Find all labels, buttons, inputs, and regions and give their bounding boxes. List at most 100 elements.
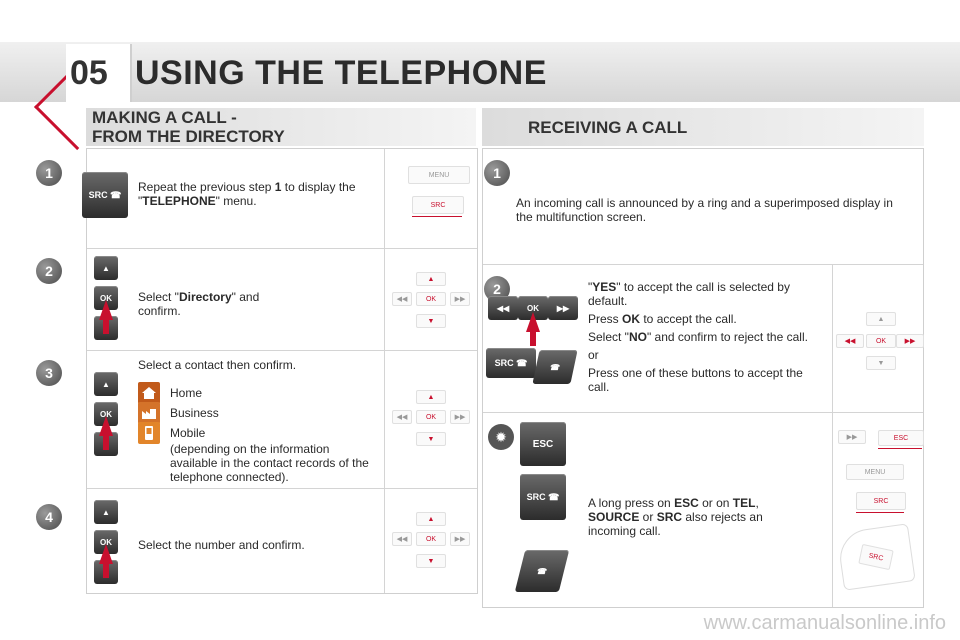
up-button[interactable]: ▲ xyxy=(94,256,118,280)
next-button[interactable]: ▶▶ xyxy=(548,296,578,320)
phone-icon: ☎ xyxy=(107,189,122,200)
yes-default-text: "YES" to accept the call is selected by … xyxy=(588,280,790,308)
left-divider-3 xyxy=(87,488,477,489)
select-no-text: Select "NO" and confirm to reject the ca… xyxy=(588,330,808,344)
press-arrow-stem-3 xyxy=(103,436,109,450)
mini-next-4: ▶▶ xyxy=(450,532,470,546)
mini-ok-3: OK xyxy=(416,410,446,424)
left-section-title-line1: MAKING A CALL - xyxy=(92,108,237,127)
phone-icon-long: ☎ xyxy=(545,491,560,502)
option-home: Home xyxy=(170,386,203,400)
press-arrow-stem-4 xyxy=(103,564,109,578)
src-button[interactable]: SRC ☎ xyxy=(82,172,128,218)
mini-src-r: SRC xyxy=(856,492,906,510)
header-band xyxy=(0,42,960,102)
mini-esc: ESC xyxy=(878,430,924,446)
src-button-long[interactable]: SRC ☎ xyxy=(520,474,566,520)
home-icon xyxy=(138,382,160,404)
up-button-3[interactable]: ▲ xyxy=(94,372,118,396)
handset-icon-long: ☎ xyxy=(535,566,549,576)
sun-icon: ✹ xyxy=(495,428,507,445)
mini-prev: ◀◀ xyxy=(392,292,412,306)
option-note: (depending on the information available … xyxy=(170,442,369,484)
press-arrow-icon-4 xyxy=(99,544,113,564)
right-divider-2 xyxy=(483,412,923,413)
src-button-right-label: SRC xyxy=(494,358,514,368)
left-step3-text: Select a contact then confirm. xyxy=(138,358,297,372)
right-divider-1 xyxy=(483,264,923,265)
step-badge-left-3: 3 xyxy=(36,360,62,386)
step-badge-left-4: 4 xyxy=(36,504,62,530)
left-step4-text: Select the number and confirm. xyxy=(138,538,305,552)
left-panel xyxy=(86,148,478,594)
press-arrow-icon-3 xyxy=(99,416,113,436)
right-section-title: RECEIVING A CALL xyxy=(528,118,688,137)
mini-tel-src: SRC xyxy=(858,543,894,571)
step-badge-left-1: 1 xyxy=(36,160,62,186)
mini-up: ▲ xyxy=(416,272,446,286)
mini-prev-r: ◀◀ xyxy=(836,334,864,348)
up-button-4[interactable]: ▲ xyxy=(94,500,118,524)
mini-next-r: ▶▶ xyxy=(896,334,924,348)
mini-prev-4: ◀◀ xyxy=(392,532,412,546)
left-divider-2 xyxy=(87,350,477,351)
step-badge-left-2: 2 xyxy=(36,258,62,284)
business-icon xyxy=(138,402,160,424)
mobile-icon xyxy=(138,422,160,444)
mini-down-3: ▼ xyxy=(416,432,446,446)
mini-ok-4: OK xyxy=(416,532,446,546)
mini-next-esc: ▶▶ xyxy=(838,430,866,444)
left-section-title: MAKING A CALL - FROM THE DIRECTORY xyxy=(92,108,285,146)
press-buttons-text: Press one of these buttons to accept the… xyxy=(588,366,803,394)
chapter-number: 05 xyxy=(70,54,108,92)
left-section-title-line2: FROM THE DIRECTORY xyxy=(92,127,285,146)
right-vertical-divider xyxy=(832,265,833,607)
press-arrow-stem-r2 xyxy=(530,332,536,346)
or-text: or xyxy=(588,348,599,362)
option-mobile: Mobile xyxy=(170,426,206,440)
left-divider-1 xyxy=(87,248,477,249)
right-step1-text: An incoming call is announced by a ring … xyxy=(516,196,893,224)
chapter-box xyxy=(66,44,132,102)
mini-ok-r: OK xyxy=(866,334,896,348)
mini-menu-r: MENU xyxy=(846,464,904,480)
tip-badge: ✹ xyxy=(488,424,514,450)
prev-button[interactable]: ◀◀ xyxy=(488,296,518,320)
src-button-label: SRC xyxy=(88,190,108,200)
esc-button[interactable]: ESC xyxy=(520,422,566,466)
mini-ok: OK xyxy=(416,292,446,306)
long-press-text: A long press on ESC or on TEL, SOURCE or… xyxy=(588,496,763,538)
press-ok-text: Press OK to accept the call. xyxy=(588,312,737,326)
left-step2-text: Select "Directory" and confirm. xyxy=(138,290,260,318)
page-title: USING THE TELEPHONE xyxy=(135,54,547,92)
right-section-band xyxy=(482,108,924,146)
mini-next: ▶▶ xyxy=(450,292,470,306)
press-arrow-icon-r2 xyxy=(526,312,540,332)
src-mini-button: SRC xyxy=(412,196,464,214)
mini-up-r: ▲ xyxy=(866,312,896,326)
mini-down: ▼ xyxy=(416,314,446,328)
step-badge-right-1: 1 xyxy=(484,160,510,186)
src-mini-underline xyxy=(412,216,462,217)
right-step2-text: "YES" to accept the call is selected by … xyxy=(588,280,814,394)
mini-prev-3: ◀◀ xyxy=(392,410,412,424)
option-business: Business xyxy=(170,406,219,420)
mini-up-4: ▲ xyxy=(416,512,446,526)
mini-esc-underline xyxy=(878,448,922,449)
menu-mini-button: MENU xyxy=(408,166,470,184)
phone-icon-right: ☎ xyxy=(513,357,528,368)
mini-down-4: ▼ xyxy=(416,554,446,568)
tel-button[interactable]: ☎ xyxy=(532,350,578,384)
mini-next-3: ▶▶ xyxy=(450,410,470,424)
src-button-right[interactable]: SRC ☎ xyxy=(486,348,536,378)
press-arrow-icon xyxy=(99,300,113,320)
left-section-band xyxy=(86,108,476,146)
press-arrow-stem xyxy=(103,320,109,334)
left-vertical-divider xyxy=(384,149,385,593)
src-button-long-label: SRC xyxy=(526,492,546,502)
footer-url: www.carmanualsonline.info xyxy=(703,612,946,634)
handset-icon: ☎ xyxy=(549,362,561,372)
left-step1-text: Repeat the previous step 1 to display th… xyxy=(138,180,356,208)
mini-down-r: ▼ xyxy=(866,356,896,370)
mini-src-underline xyxy=(856,512,904,513)
